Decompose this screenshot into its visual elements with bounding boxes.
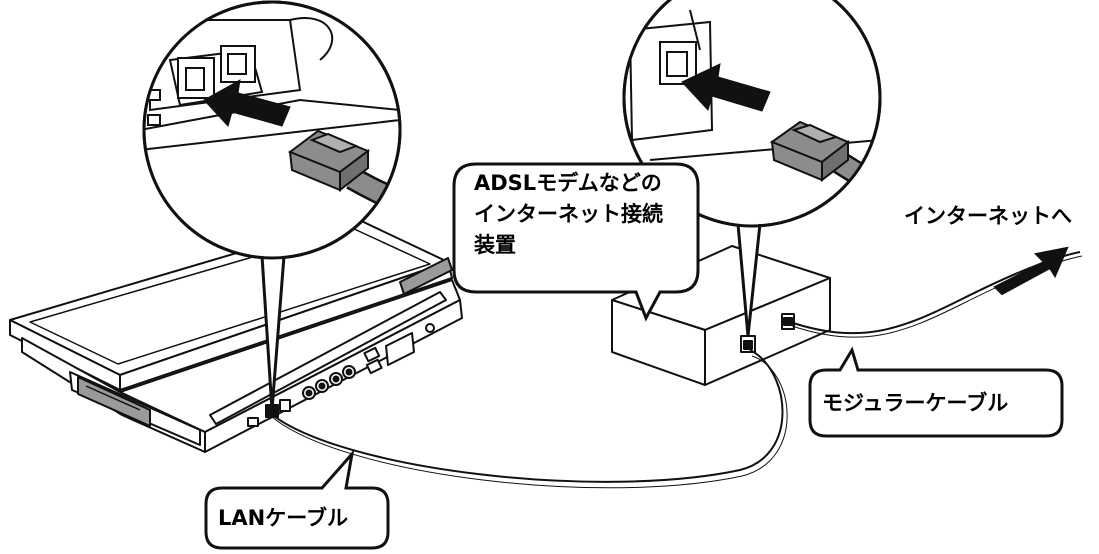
- modular-cable-label: モジュラーケーブル: [822, 391, 1009, 415]
- laptop-illustration: [9, 217, 463, 453]
- zoom-pointer-lines: [260, 223, 762, 411]
- lan-cable-line: [269, 349, 788, 489]
- rj45-plug-icon: [769, 120, 850, 183]
- lan-cable-callout-bubble: [204, 449, 390, 550]
- modem-callout-line-2: インターネット接続: [474, 202, 663, 226]
- modular-cable-callout-bubble: [808, 346, 1064, 438]
- arrow-icon: [681, 63, 771, 112]
- laptop-zoom-circle: [142, 0, 402, 260]
- modem-callout-bubble: [452, 162, 700, 322]
- internet-label: インターネットへ: [904, 204, 1072, 228]
- modem-callout-text: ADSLモデムなどの インターネット接続 装置: [474, 168, 694, 261]
- modem-zoom-circle: [622, 0, 882, 228]
- rj45-plug-icon: [287, 129, 371, 193]
- lan-cable-label: LANケーブル: [218, 506, 348, 530]
- modem-illustration: [611, 245, 831, 386]
- internet-arrow-icon: [993, 246, 1069, 296]
- arrow-icon: [203, 79, 291, 127]
- modem-callout-line-1: ADSLモデムなどの: [474, 171, 662, 195]
- modem-callout-line-3: 装置: [474, 233, 516, 257]
